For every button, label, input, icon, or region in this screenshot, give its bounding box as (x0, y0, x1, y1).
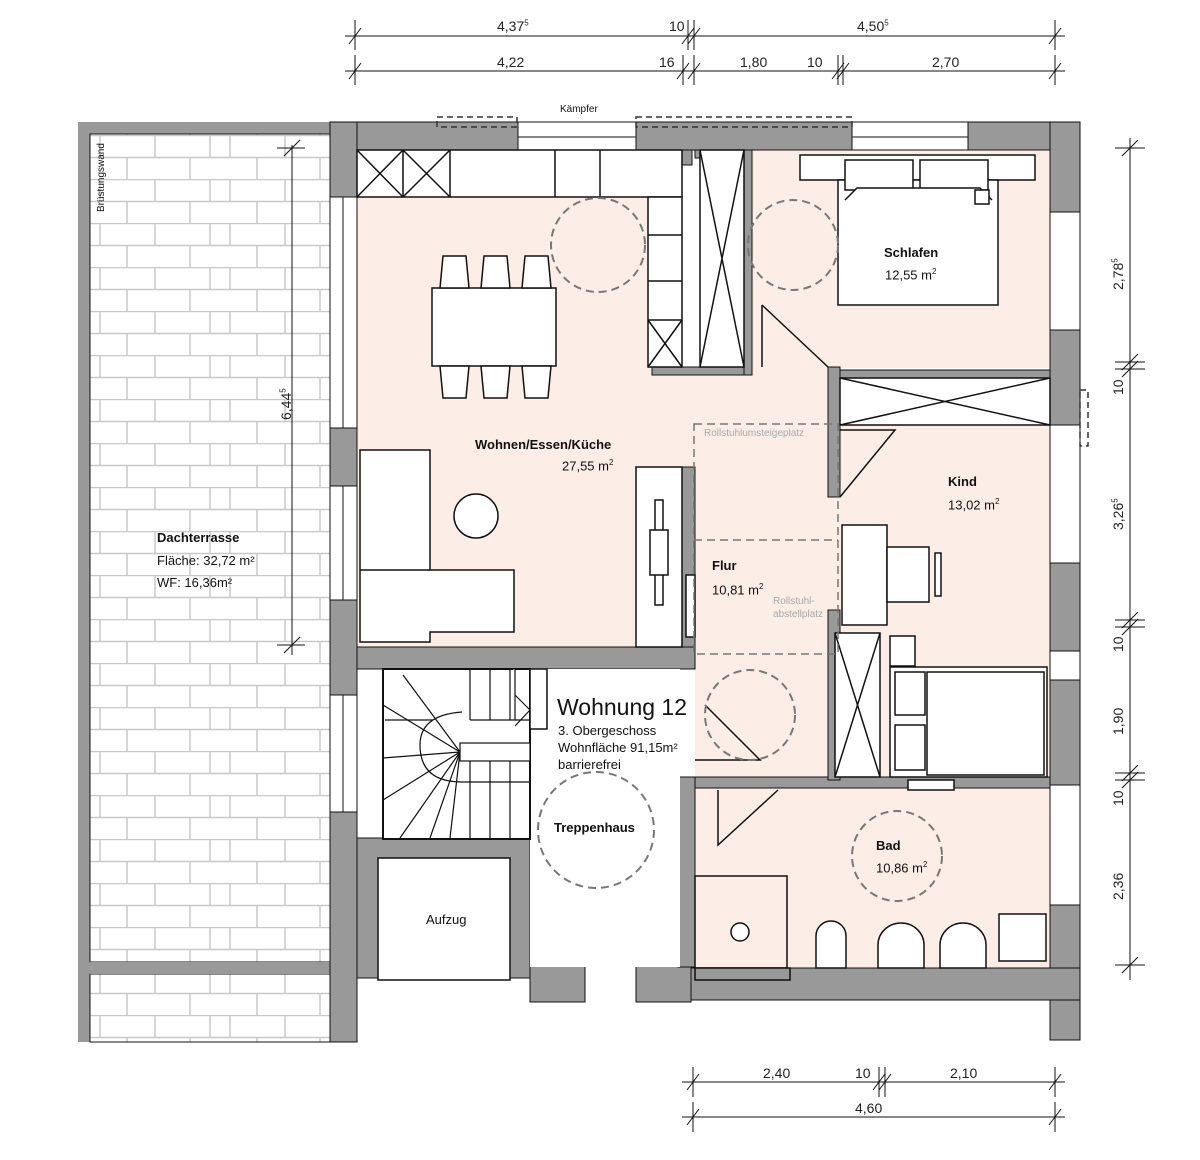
label-rollstuhlabstellplatz-1: Rollstuhl- (773, 596, 815, 607)
windows (329, 121, 1081, 906)
room-flur-area: 10,81 m2 (712, 582, 764, 598)
room-bad-name: Bad (876, 838, 901, 853)
dim-right-5: 1,90 (1110, 707, 1126, 735)
dim-right-6: 10 (1110, 790, 1126, 806)
room-kind-name: Kind (948, 474, 977, 489)
dim-top-row2-4: 10 (807, 54, 823, 70)
plan-title: Wohnung 12 (557, 694, 688, 720)
room-kind-area: 13,02 m2 (948, 497, 1000, 513)
room-wohnen-name: Wohnen/Essen/Küche (475, 437, 612, 452)
dim-top-row2-1: 4,22 (497, 54, 525, 70)
sofa (359, 449, 515, 643)
room-flur-name: Flur (712, 558, 737, 573)
label-bruestungswand: Brüstungswand (96, 143, 107, 212)
dim-top-1: 4,375 (497, 18, 529, 34)
room-aufzug-name: Aufzug (426, 912, 467, 927)
dim-right-4: 10 (1110, 636, 1126, 652)
dimension-lines (277, 20, 1145, 1132)
lift-car (377, 857, 511, 981)
room-dachterrasse-wf: WF: 16,36m² (157, 575, 233, 590)
label-rollstuhlabstellplatz-2: abstellplatz (773, 609, 824, 620)
dim-terrace: 6,445 (278, 388, 294, 420)
dim-top-row2-5: 2,70 (932, 54, 960, 70)
plan-living-area: Wohnfläche 91,15m² (558, 740, 678, 755)
dining-table (431, 255, 557, 399)
dim-bottom-1: 2,40 (763, 1065, 791, 1081)
room-treppenhaus-name: Treppenhaus (554, 820, 635, 835)
double-bed (799, 154, 1036, 306)
dim-right-1: 2,785 (1110, 258, 1126, 290)
turning-circles (537, 197, 943, 902)
label-kaempfer: Kämpfer (560, 104, 598, 115)
dim-bottom-total: 4,60 (855, 1100, 883, 1116)
room-dachterrasse-area: Fläche: 32,72 m² (157, 553, 255, 568)
roof-terrace (78, 122, 331, 1043)
dim-right-2: 10 (1110, 379, 1126, 395)
dim-top-3: 4,505 (857, 18, 889, 34)
dim-right-7: 2,36 (1110, 872, 1126, 900)
staircase (382, 668, 531, 840)
room-dachterrasse-name: Dachterrasse (157, 530, 240, 545)
dim-bottom-3: 2,10 (950, 1065, 978, 1081)
dim-top-row2-3: 1,80 (740, 54, 768, 70)
dim-bottom-2: 10 (855, 1065, 871, 1081)
plan-floor: 3. Obergeschoss (558, 723, 657, 738)
plan-accessibility: barrierefrei (558, 757, 621, 772)
room-wohnen-area: 27,55 m2 (562, 458, 614, 474)
dim-top-row2-2: 16 (659, 54, 675, 70)
dim-right-3: 3,265 (1110, 498, 1126, 530)
room-bad-area: 10,86 m2 (876, 860, 928, 876)
dim-top-2: 10 (669, 18, 685, 34)
room-schlafen-area: 12,55 m2 (885, 267, 937, 283)
kitchen-counter (356, 149, 683, 368)
label-rollstuhlumsteigeplatz: Rollstuhlumsteigeplatz (704, 428, 805, 439)
room-schlafen-name: Schlafen (884, 245, 939, 260)
